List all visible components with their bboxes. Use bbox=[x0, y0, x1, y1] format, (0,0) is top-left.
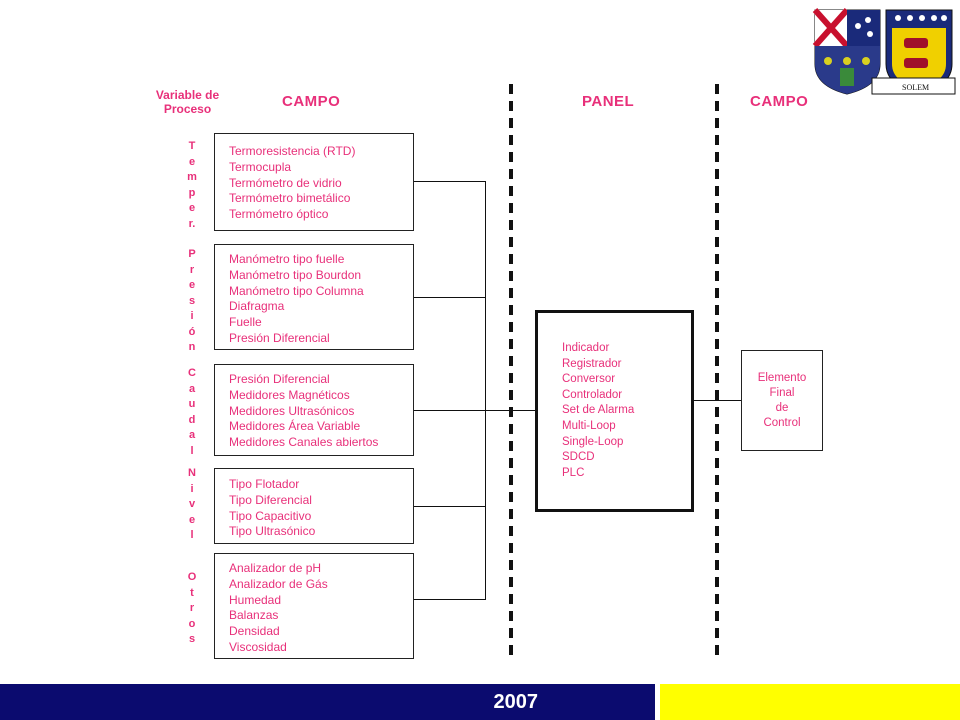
list-item: Balanzas bbox=[229, 608, 279, 623]
list-item: Termómetro óptico bbox=[229, 207, 329, 222]
list-item: Tipo Flotador bbox=[229, 477, 300, 491]
panel-item: Set de Alarma bbox=[562, 404, 635, 417]
group-box-temperatura: Termoresistencia (RTD) Termocupla Termóm… bbox=[214, 133, 414, 231]
footer-accent-bar bbox=[660, 684, 960, 720]
panel-item: PLC bbox=[562, 466, 585, 479]
list-item: Tipo Diferencial bbox=[229, 492, 312, 507]
panel-item: Conversor bbox=[562, 373, 616, 386]
bus-line-vertical bbox=[485, 181, 486, 600]
group-box-presion: Manómetro tipo fuelle Manómetro tipo Bou… bbox=[214, 244, 414, 350]
logo-text: SOLEM bbox=[902, 83, 929, 92]
list-item: Manómetro tipo fuelle bbox=[229, 252, 345, 266]
list-item: Tipo Capacitivo bbox=[229, 508, 312, 523]
connector-otros bbox=[414, 599, 486, 600]
panel-item: Registrador bbox=[562, 357, 622, 370]
final-control-element-box: Elemento Final de Control bbox=[741, 350, 823, 451]
panel-item: Multi-Loop bbox=[562, 419, 616, 432]
connector-temperatura bbox=[414, 181, 486, 182]
connector-nivel bbox=[414, 506, 486, 507]
list-item: Termoresistencia (RTD) bbox=[229, 144, 356, 158]
list-item: Termocupla bbox=[229, 159, 292, 174]
variable-label-presion: P r e s i ó n bbox=[188, 248, 196, 353]
list-item: Tipo Ultrasónico bbox=[229, 524, 316, 539]
campo-right-header: CAMPO bbox=[750, 93, 809, 110]
group-box-caudal: Presión Diferencial Medidores Magnéticos… bbox=[214, 364, 414, 456]
panel-box: Indicador Registrador Conversor Controla… bbox=[535, 310, 694, 512]
variable-label-otros: O t r o s bbox=[187, 571, 197, 645]
group-box-otros: Analizador de pH Analizador de Gás Humed… bbox=[214, 553, 414, 659]
list-item: Humedad bbox=[229, 592, 282, 607]
group-box-nivel: Tipo Flotador Tipo Diferencial Tipo Capa… bbox=[214, 468, 414, 544]
panel-item: Indicador bbox=[562, 342, 610, 354]
list-item: Medidores Canales abiertos bbox=[229, 435, 379, 450]
footer-year: 2007 bbox=[493, 690, 539, 713]
list-item: Diafragma bbox=[229, 299, 285, 314]
list-item: Medidores Ultrasónicos bbox=[229, 403, 355, 418]
list-item: Manómetro tipo Columna bbox=[229, 283, 364, 298]
campo-left-header: CAMPO bbox=[282, 93, 341, 110]
list-item: Densidad bbox=[229, 624, 280, 639]
list-item: Analizador de Gás bbox=[229, 576, 328, 591]
divider-campo-panel bbox=[509, 84, 513, 658]
list-item: Manómetro tipo Bourdon bbox=[229, 267, 362, 282]
list-item: Medidores Magnéticos bbox=[229, 387, 350, 402]
panel-header: PANEL bbox=[582, 93, 635, 110]
variable-label-nivel: N i v e l bbox=[188, 467, 196, 541]
list-item: Fuelle bbox=[229, 315, 262, 330]
footer-bar: 2007 bbox=[0, 684, 655, 720]
variable-label-temperatura: T e m p e r. bbox=[187, 140, 197, 230]
list-item: Medidores Área Variable bbox=[229, 419, 361, 434]
university-crest-logo: SOLEM bbox=[812, 8, 956, 95]
panel-item: Single-Loop bbox=[562, 435, 624, 448]
list-item: Termómetro bimetálico bbox=[229, 191, 351, 206]
variable-proceso-header: Variable de Proceso bbox=[155, 88, 220, 116]
variable-label-caudal: C a u d a l bbox=[188, 367, 196, 457]
list-item: Viscosidad bbox=[229, 639, 287, 654]
list-item: Presión Diferencial bbox=[229, 330, 330, 345]
divider-panel-campo bbox=[715, 84, 719, 658]
list-item: Presión Diferencial bbox=[229, 372, 330, 386]
panel-item: SDCD bbox=[562, 451, 595, 464]
list-item: Analizador de pH bbox=[229, 561, 322, 575]
list-item: Termómetro de vidrio bbox=[229, 175, 342, 190]
final-control-element-label: Elemento Final de Control bbox=[757, 371, 807, 429]
panel-item: Controlador bbox=[562, 388, 623, 401]
connector-presion bbox=[414, 297, 486, 298]
connector-caudal bbox=[414, 410, 486, 411]
